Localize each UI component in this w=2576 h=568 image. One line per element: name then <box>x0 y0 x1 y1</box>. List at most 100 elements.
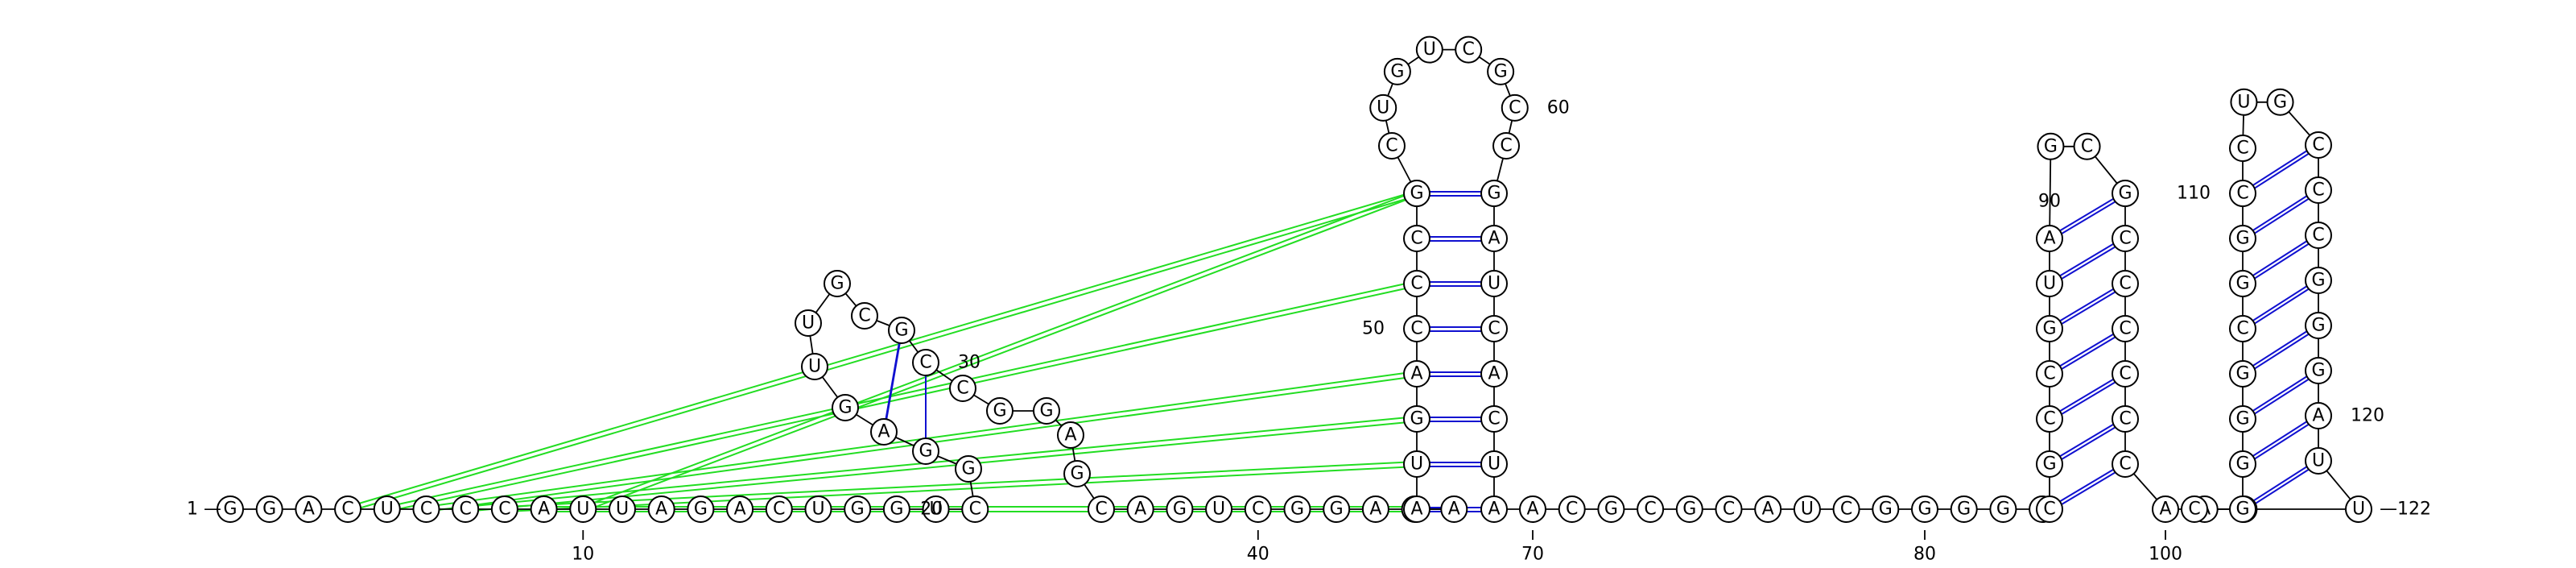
base-pair-line <box>2049 281 2126 328</box>
nucleotide-letter: U <box>802 313 815 334</box>
position-label: 60 <box>1547 97 1570 118</box>
nucleotide-circle <box>2305 402 2332 429</box>
nucleotide: G <box>1950 495 1978 523</box>
nucleotide-letter: U <box>1488 274 1501 294</box>
nucleotide-circle <box>2112 180 2139 207</box>
position-label: 10 <box>572 545 594 565</box>
nucleotide-circle <box>844 495 872 523</box>
nucleotide-circle <box>1383 57 1411 85</box>
nucleotide-circle <box>912 437 939 465</box>
nucleotide: U <box>2305 447 2332 475</box>
nucleotide: C <box>452 495 480 523</box>
nucleotide-letter: G <box>1290 500 1304 520</box>
nucleotide-circle <box>2229 315 2256 342</box>
nucleotide-letter: C <box>2119 364 2131 384</box>
nucleotide-letter: A <box>2159 500 2171 520</box>
nucleotide-letter: A <box>734 500 746 520</box>
base-pair-layer <box>883 143 2319 512</box>
nucleotide: C <box>1403 270 1430 297</box>
nucleotide-circle <box>255 495 283 523</box>
nucleotide-circle <box>2036 315 2063 342</box>
nucleotide-circle <box>912 349 939 376</box>
nucleotide-letter: G <box>2235 274 2249 294</box>
nucleotide-letter: A <box>655 500 667 520</box>
nucleotide: C <box>1377 132 1406 160</box>
nucleotide-circle <box>2112 360 2139 388</box>
nucleotide: C <box>2036 405 2063 433</box>
nucleotide-letter: A <box>1134 500 1146 520</box>
nucleotide: C <box>1637 495 1665 523</box>
base-pair-line <box>2049 417 2126 463</box>
base-pair-line <box>2242 237 2319 287</box>
nucleotide: U <box>373 495 401 523</box>
nucleotide-letter: C <box>1410 274 1422 294</box>
nucleotide: G <box>2305 267 2332 294</box>
nucleotide-letter: C <box>2312 226 2324 246</box>
nucleotide-letter: G <box>1070 464 1084 484</box>
nucleotide-circle <box>2305 312 2332 339</box>
nucleotide: G <box>1480 180 1508 207</box>
nucleotide-letter: C <box>498 500 510 520</box>
nucleotide-circle <box>2229 225 2256 252</box>
nucleotide-letter: G <box>2273 92 2287 112</box>
base-pair-line <box>2242 233 2319 283</box>
nucleotide-letter: G <box>838 398 852 418</box>
nucleotide-circle <box>1487 57 1515 85</box>
nucleotide: G <box>2229 225 2256 252</box>
nucleotide: C <box>1403 315 1430 342</box>
tertiary-interaction-line <box>386 280 1418 508</box>
nucleotide-circle <box>2266 88 2294 116</box>
nucleotide-circle <box>1283 495 1311 523</box>
nucleotide-letter: C <box>2119 454 2131 475</box>
nucleotide-circle <box>2229 180 2256 207</box>
nucleotide: U <box>1793 495 1821 523</box>
nucleotide: G <box>824 270 851 297</box>
nucleotide-letter: C <box>1488 409 1500 429</box>
base-pair-line <box>2242 278 2319 328</box>
nucleotide-circle <box>1403 225 1430 252</box>
nucleotide: A <box>870 418 898 446</box>
base-pair-line <box>2049 371 2126 418</box>
nucleotide-circle <box>1205 495 1233 523</box>
nucleotide-circle <box>1403 360 1430 388</box>
nucleotide-letter: C <box>1644 500 1656 520</box>
nucleotide-letter: G <box>2235 500 2249 520</box>
nucleotide-letter: G <box>2235 364 2249 384</box>
nucleotide-letter: U <box>576 500 589 520</box>
nucleotide: G <box>255 495 283 523</box>
base-pair-line <box>2049 236 2126 283</box>
nucleotide-letter: C <box>1840 500 1852 520</box>
nucleotide-letter: U <box>1212 500 1225 520</box>
nucleotide-letter: G <box>1487 184 1501 204</box>
nucleotide-letter: G <box>2311 361 2325 381</box>
nucleotide-circle <box>1480 270 1508 297</box>
nucleotide: G <box>1872 495 1900 523</box>
nucleotide-circle <box>1480 225 1508 252</box>
nucleotide-letter: U <box>616 500 629 520</box>
nucleotide-circle <box>2305 267 2332 294</box>
nucleotide-letter: G <box>2311 271 2325 291</box>
nucleotide-circle <box>1911 495 1938 523</box>
nucleotide: G <box>1597 495 1625 523</box>
nucleotide-letter: G <box>1390 61 1404 81</box>
base-pair-line <box>2242 368 2319 418</box>
nucleotide-letter: U <box>811 500 824 520</box>
nucleotide-circle <box>2305 222 2332 249</box>
nucleotide-letter: G <box>1173 500 1187 520</box>
nucleotide-letter: U <box>381 500 394 520</box>
nucleotide: A <box>530 495 558 523</box>
nucleotide-circle <box>2112 225 2139 252</box>
nucleotide-letter: G <box>1918 500 1931 520</box>
nucleotide-letter: C <box>1723 500 1735 520</box>
nucleotide-circle <box>2036 405 2063 433</box>
nucleotide-letter: G <box>851 500 865 520</box>
nucleotide-circle <box>2036 225 2063 252</box>
nucleotide-letter: G <box>2042 454 2056 475</box>
nucleotide: A <box>1480 360 1508 388</box>
nucleotide-letter: U <box>2237 92 2250 112</box>
nucleotide-letter: G <box>1604 500 1618 520</box>
nucleotide-circle <box>1403 450 1430 478</box>
